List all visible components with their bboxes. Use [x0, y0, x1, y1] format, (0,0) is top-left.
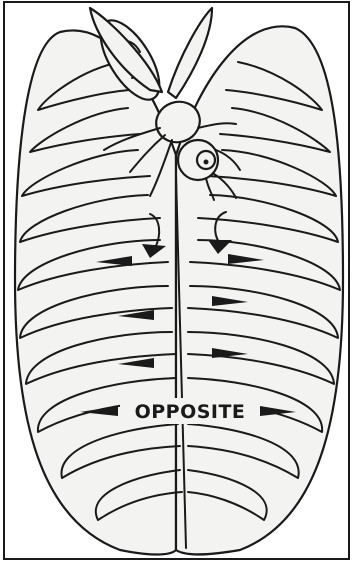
wasp-pupil: [204, 160, 209, 165]
wasp-wing-right: [168, 8, 212, 98]
opposite-label: OPPOSITE: [135, 401, 246, 423]
